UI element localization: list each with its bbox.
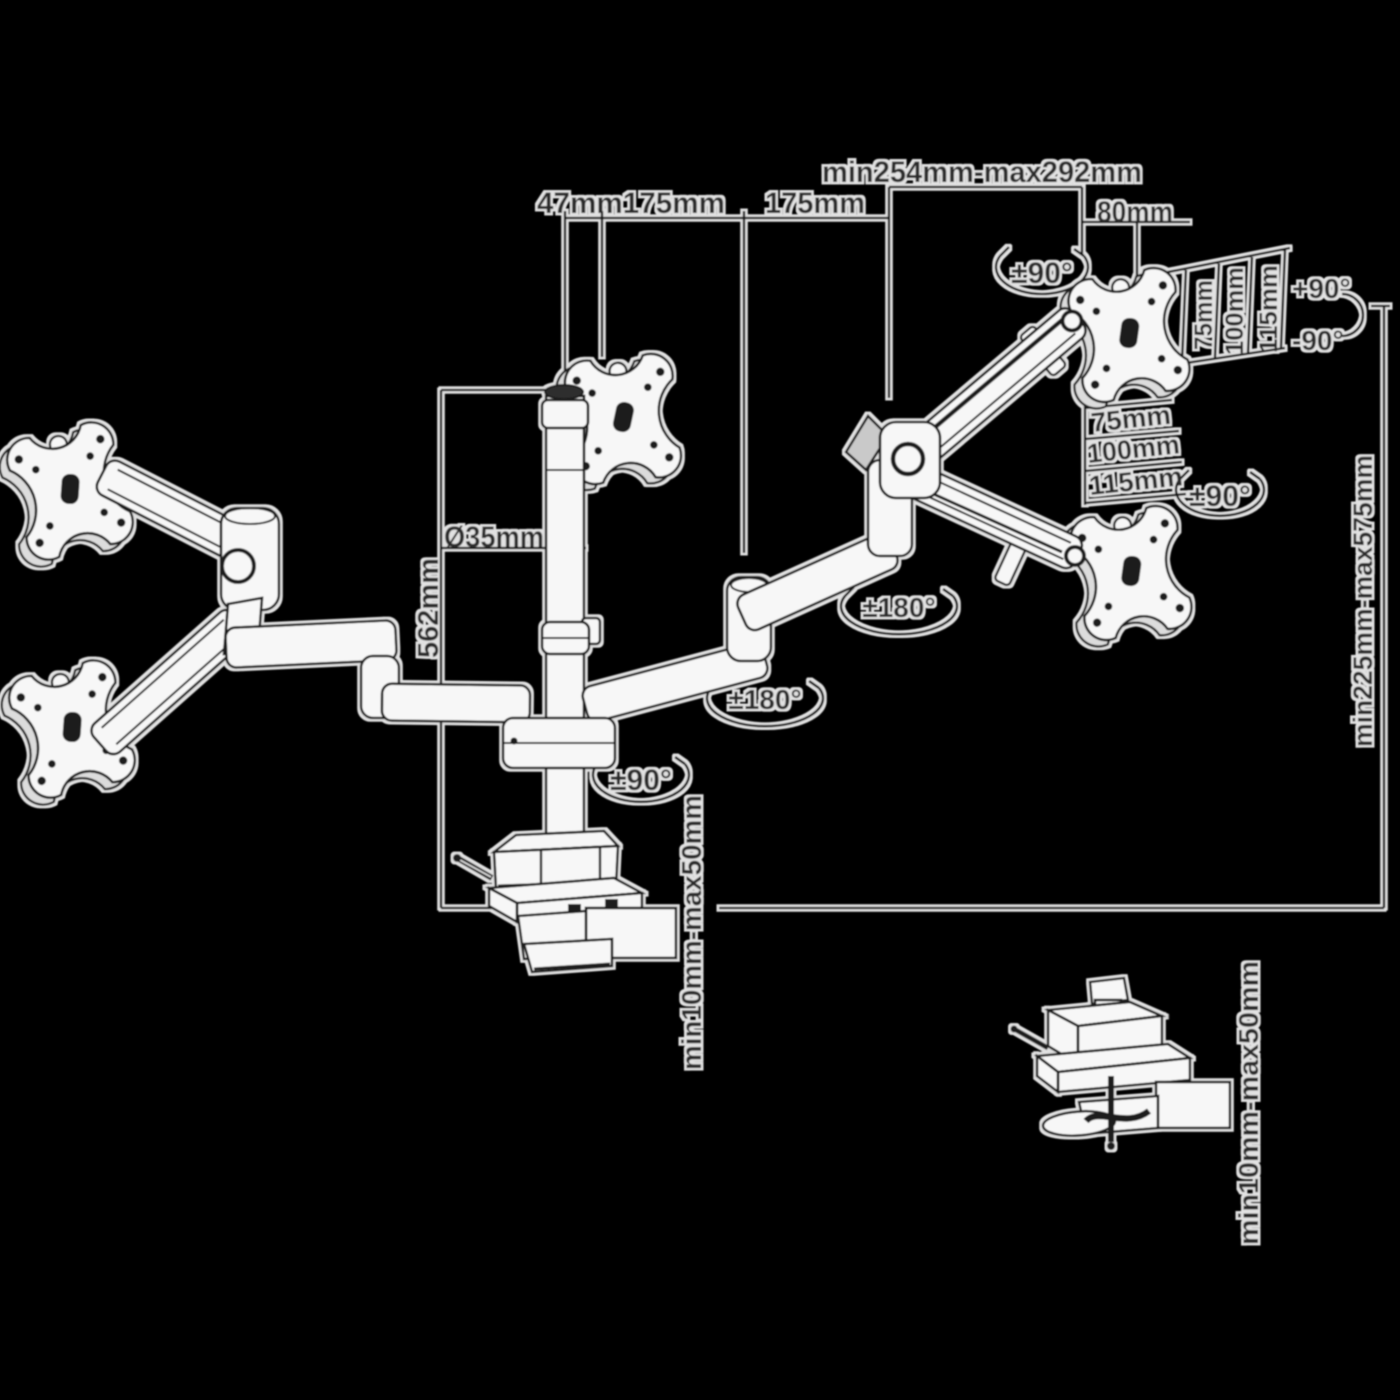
svg-text:+90°: +90° xyxy=(1292,273,1351,304)
svg-text:175mm: 175mm xyxy=(765,187,865,220)
svg-text:min10mm-max50mm: min10mm-max50mm xyxy=(1233,961,1264,1245)
svg-text:80mm: 80mm xyxy=(1097,196,1173,229)
svg-text:min10mm-max50mm: min10mm-max50mm xyxy=(676,795,707,1070)
svg-text:±90°: ±90° xyxy=(610,764,672,797)
svg-text:75mm: 75mm xyxy=(1190,280,1218,350)
svg-text:±180°: ±180° xyxy=(862,592,935,623)
svg-text:min254mm-max292mm: min254mm-max292mm xyxy=(822,156,1142,189)
svg-text:-90°: -90° xyxy=(1292,325,1344,356)
svg-text:Ø35mm: Ø35mm xyxy=(444,521,544,554)
svg-text:min225mm-max575mm: min225mm-max575mm xyxy=(1348,455,1378,747)
svg-text:±90°: ±90° xyxy=(1189,480,1251,513)
svg-text:±90°: ±90° xyxy=(1011,257,1073,290)
svg-text:562mm: 562mm xyxy=(413,558,445,658)
svg-text:47mm175mm: 47mm175mm xyxy=(537,187,725,220)
svg-text:±180°: ±180° xyxy=(728,684,801,715)
svg-text:100mm: 100mm xyxy=(1221,267,1249,355)
svg-text:115mm: 115mm xyxy=(1255,265,1283,353)
